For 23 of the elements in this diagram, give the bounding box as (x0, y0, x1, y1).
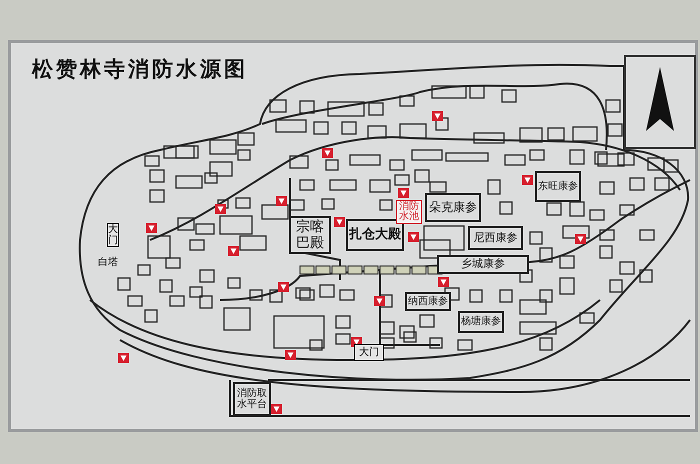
building-name: 宗喀巴殿 (295, 218, 325, 252)
building-name: 扎仓大殿 (349, 228, 401, 242)
building-name: 纳西康参 (408, 296, 448, 308)
building-box (458, 311, 504, 333)
building-name: 消防取水平台 (236, 388, 268, 410)
building-name: 朵克康参 (429, 200, 477, 214)
building-box (346, 219, 404, 251)
map-label: 大门 (354, 344, 384, 361)
building-box (233, 382, 271, 416)
building-box (405, 292, 451, 311)
building-box (289, 216, 331, 254)
building-box (437, 255, 529, 274)
building-name: 乡城康参 (461, 258, 505, 271)
sign-title: 松赞林寺消防水源图 (32, 56, 248, 83)
building-box (425, 193, 481, 222)
building-box (468, 226, 523, 250)
building-name: 杨塘康参 (461, 316, 501, 328)
pool-label: 消防水池 (396, 200, 422, 224)
map-label: 大门 (107, 223, 119, 247)
building-name: 尼西康参 (474, 232, 518, 244)
building-box (535, 171, 581, 202)
building-name: 东旺康参 (538, 180, 578, 192)
map-label: 白塔 (98, 256, 118, 270)
